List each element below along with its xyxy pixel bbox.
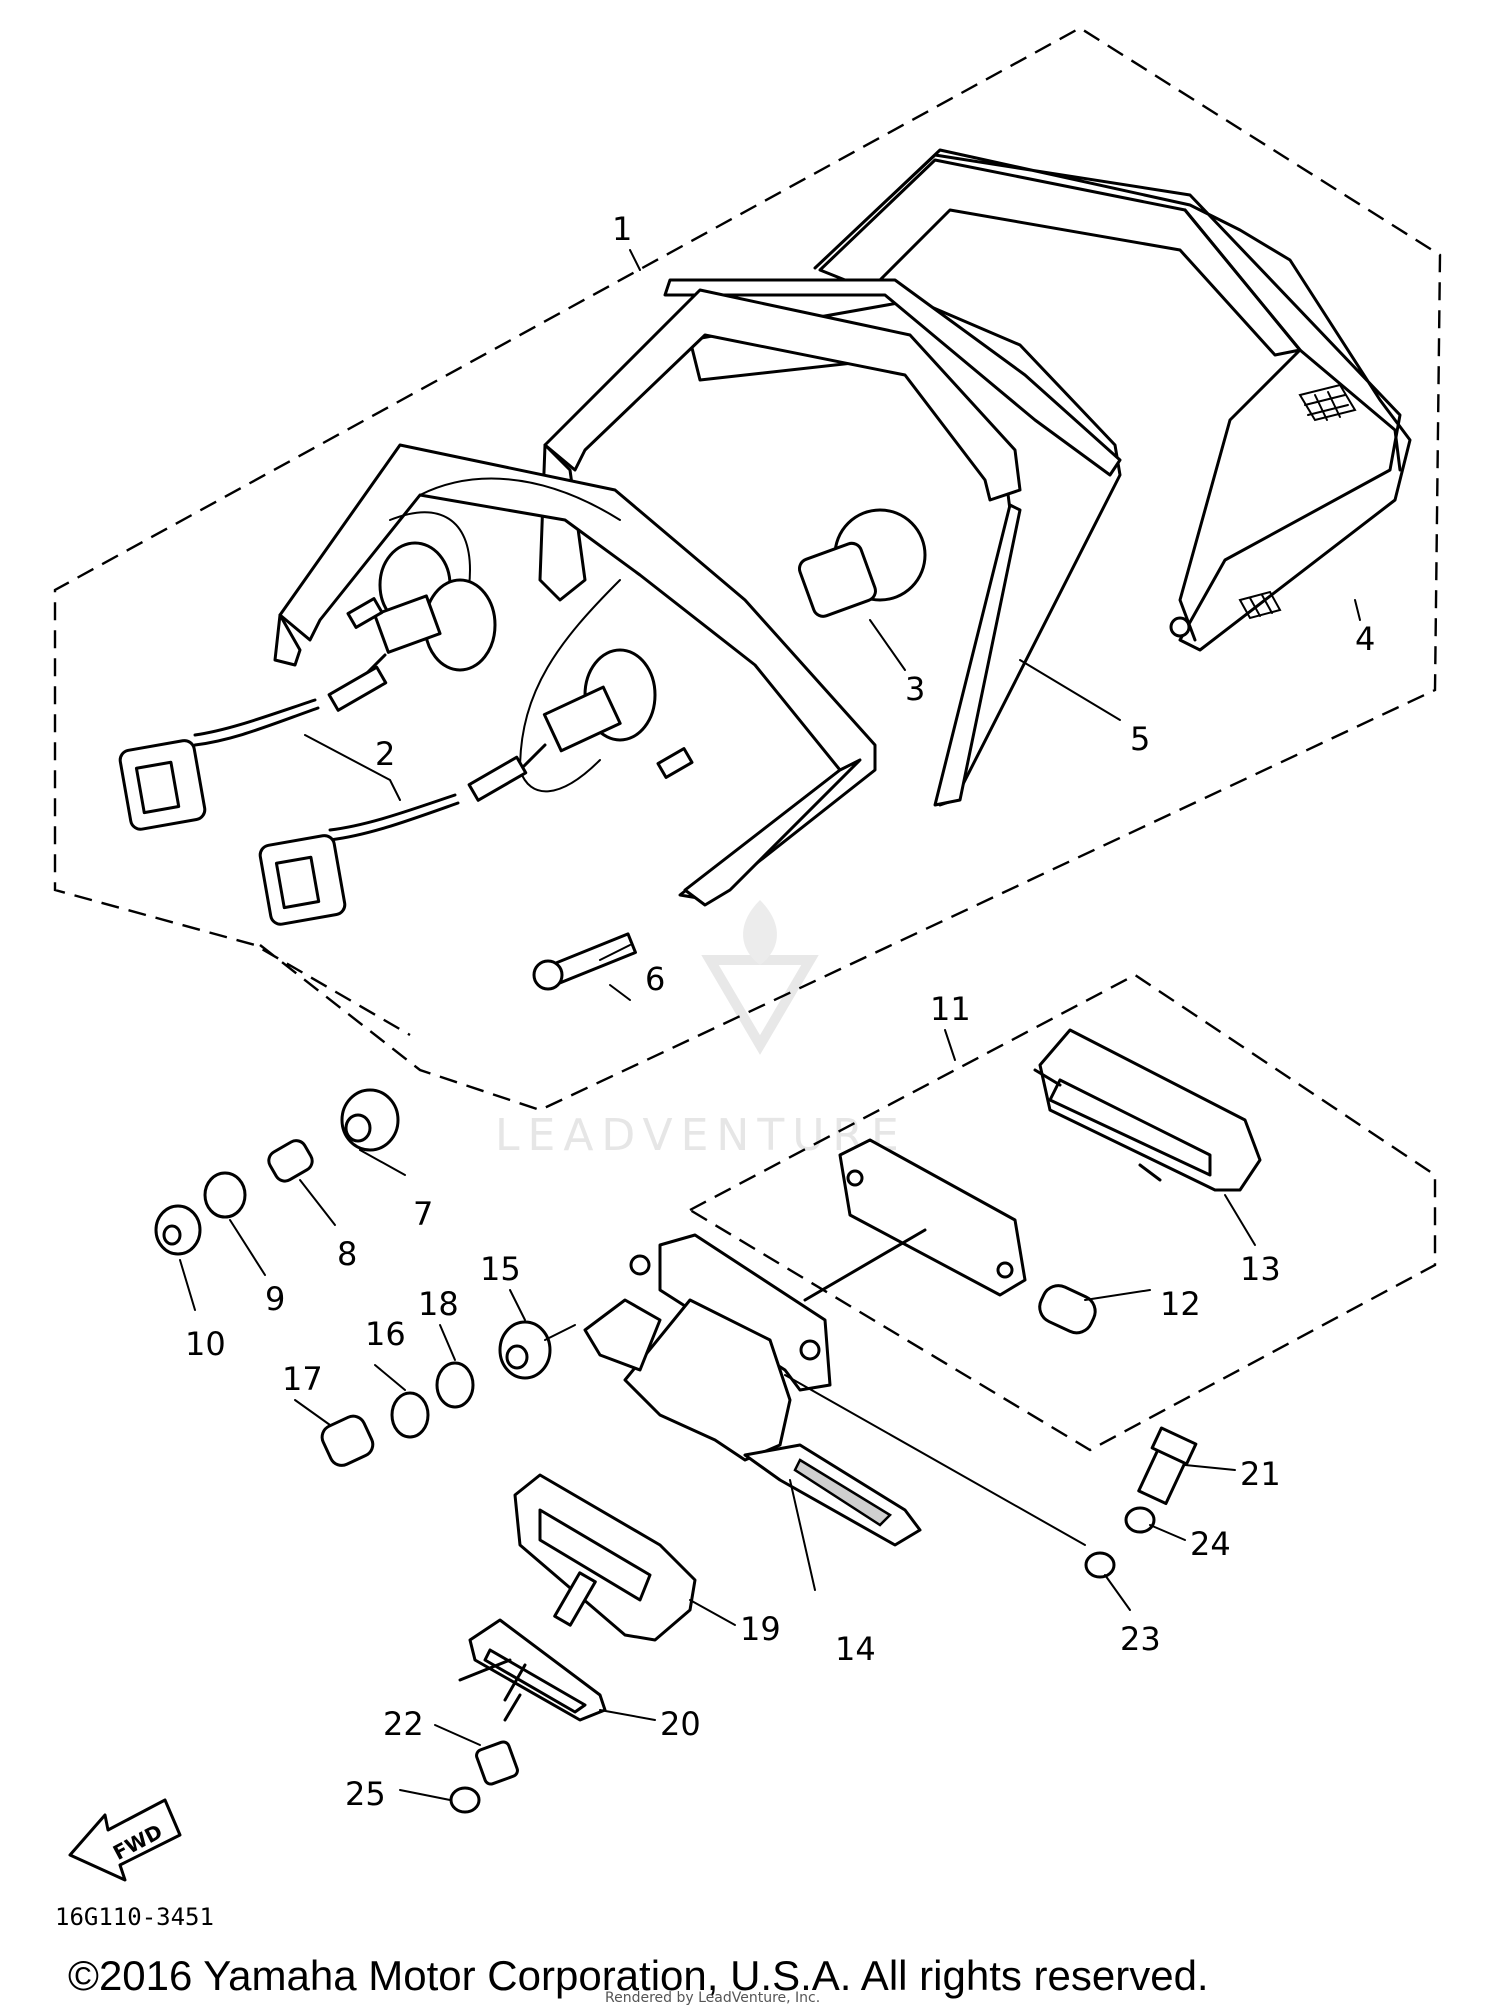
callout-10: 10 [185,1325,226,1363]
callout-14: 14 [835,1630,876,1668]
callout-23: 23 [1120,1620,1161,1658]
callout-5: 5 [1130,720,1150,758]
rendered-by-text: Rendered by LeadVenture, Inc. [605,1990,820,2006]
callout-25: 25 [345,1775,386,1813]
assembly-1-boundary [53,26,1442,1112]
hardware-21-25 [399,1426,1236,1814]
callout-2: 2 [375,735,395,773]
callout-21: 21 [1240,1455,1281,1493]
callout-12: 12 [1160,1285,1201,1323]
part-1-housing [273,443,877,907]
callout-15: 15 [480,1250,521,1288]
callout-11: 11 [930,990,971,1028]
callout-6: 6 [645,960,665,998]
part-4-lens [813,148,1412,652]
hardware-15-18 [294,1289,576,1467]
callout-labels: 1 2 3 4 5 6 7 8 9 10 11 12 13 14 15 16 1… [185,210,1375,1813]
callout-20: 20 [660,1705,701,1743]
callout-19: 19 [740,1610,781,1648]
callout-18: 18 [418,1285,459,1323]
callout-4: 4 [1355,620,1375,658]
bulb-sockets [346,541,694,779]
leadventure-watermark: LEADVENTURE [495,900,907,1161]
callout-7: 7 [413,1195,433,1233]
watermark-text: LEADVENTURE [495,1110,907,1161]
callout-8: 8 [337,1235,357,1273]
part-19-cover [513,1473,736,1642]
callout-13: 13 [1240,1250,1281,1288]
diagram-code: 16G110-3451 [55,1903,214,1931]
forward-arrow-icon: FWD [68,1798,182,1882]
callout-3: 3 [905,670,925,708]
callout-24: 24 [1190,1525,1231,1563]
part-13-lamp-housing [1033,1028,1262,1246]
lamp-plate [803,1138,1027,1302]
callout-16: 16 [365,1315,406,1353]
part-3-bulb [797,508,927,671]
callout-17: 17 [282,1360,323,1398]
part-6-screw [532,932,637,1001]
part-20-bracket [458,1571,656,1722]
callout-9: 9 [265,1280,285,1318]
callout-22: 22 [383,1705,424,1743]
part-14-bracket [583,1233,1086,1591]
assembly-11-boundary [689,973,1437,1452]
hardware-7-10 [154,1088,406,1311]
callout-1: 1 [612,210,632,248]
copyright-text: ©2016 Yamaha Motor Corporation, U.S.A. A… [68,1952,1209,1999]
part-2-wire-leads [118,665,528,926]
part-12-bulb [1038,1284,1151,1335]
